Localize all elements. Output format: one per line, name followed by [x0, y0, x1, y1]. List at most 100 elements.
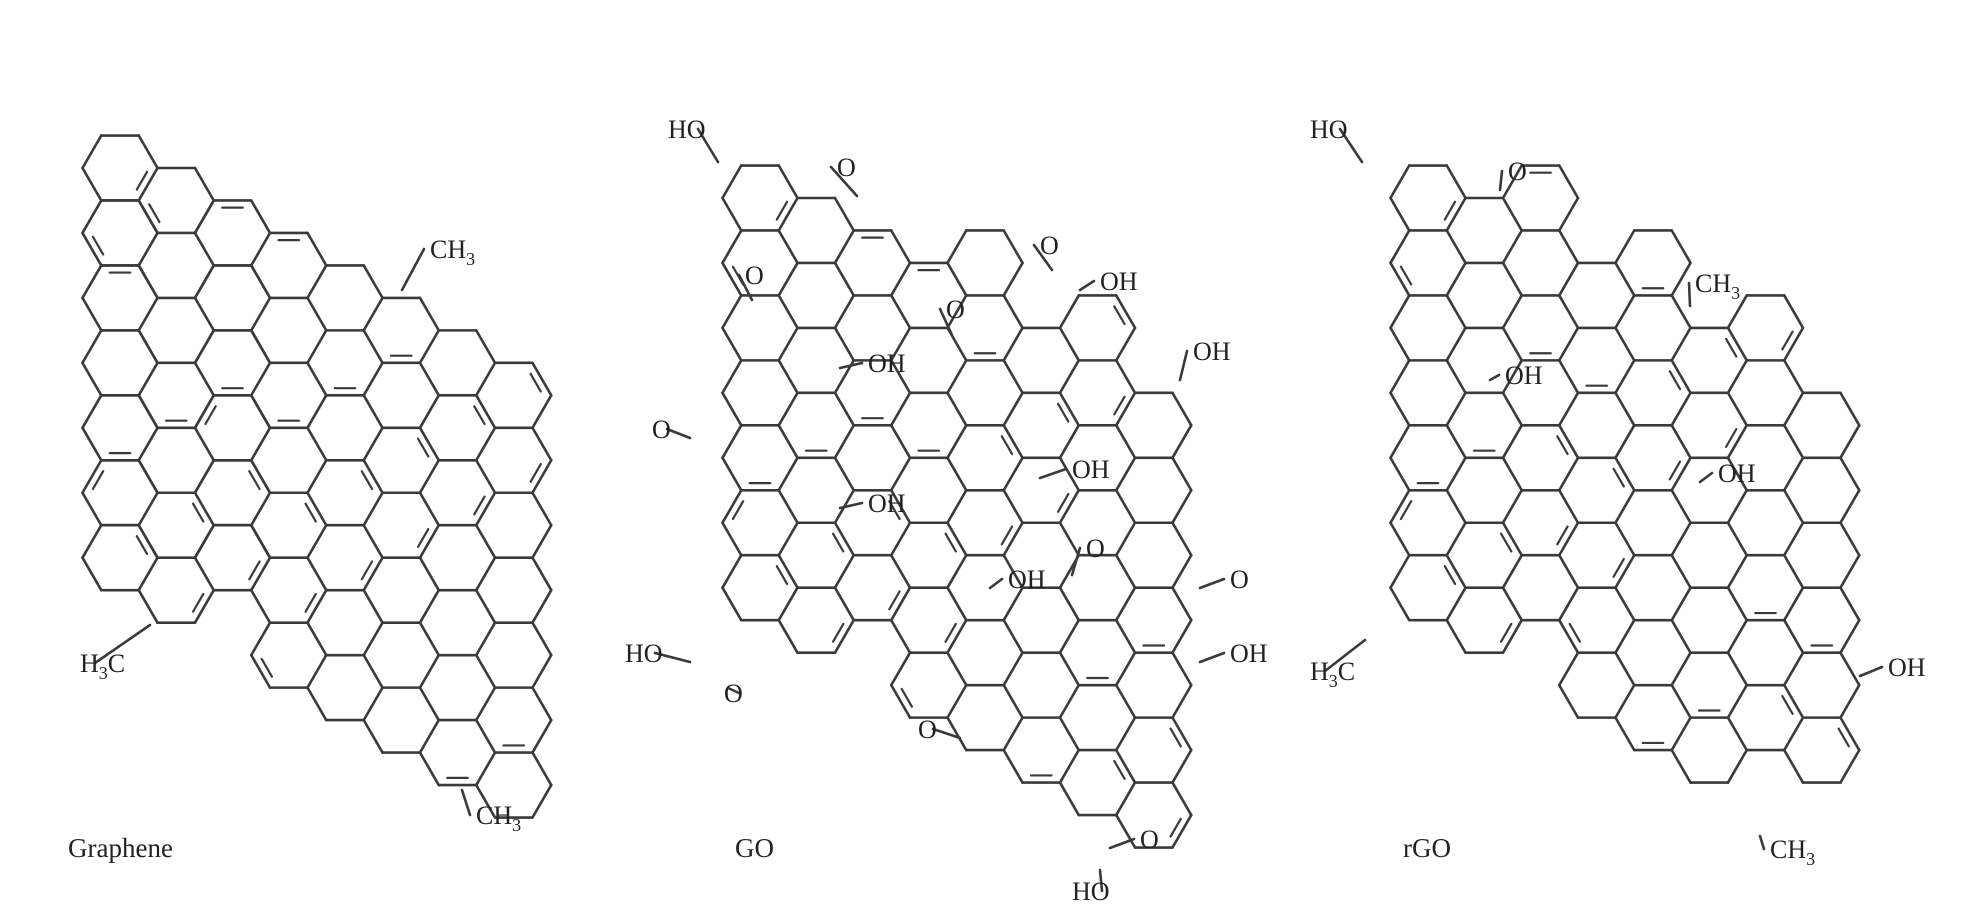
bond: [946, 521, 968, 557]
bond: [1114, 716, 1137, 752]
bond: [418, 491, 441, 527]
bond: [1726, 456, 1749, 492]
bond: [474, 686, 497, 722]
double-bond: [1612, 557, 1625, 578]
bond: [137, 523, 159, 560]
double-bond: [416, 437, 430, 458]
bond: [1058, 456, 1081, 492]
bond: [1389, 586, 1411, 622]
bond: [1002, 748, 1024, 784]
bond: [1614, 359, 1636, 395]
bond: [474, 588, 497, 624]
substituent-bond: [838, 361, 864, 370]
double-bond: [1724, 337, 1738, 358]
bond: [1171, 488, 1193, 525]
functional-group-ch3: CH3: [1770, 835, 1815, 869]
bond: [1114, 456, 1137, 492]
bond: [1839, 716, 1861, 752]
bond: [1501, 618, 1524, 654]
bond: [833, 391, 856, 427]
bond: [306, 556, 328, 592]
bond: [1670, 294, 1692, 330]
bond: [946, 359, 968, 395]
substituent-bond: [1178, 349, 1189, 382]
substituent-bond: [829, 165, 859, 198]
bond: [721, 424, 743, 460]
bond: [1726, 683, 1749, 719]
bond: [249, 394, 272, 430]
substituent-bond: [1070, 546, 1082, 577]
double-bond: [944, 622, 957, 643]
bond: [362, 718, 384, 754]
bond: [1614, 651, 1636, 687]
substituent-bond: [1198, 577, 1226, 590]
bond: [777, 488, 799, 525]
bond: [1670, 716, 1692, 752]
double-bond: [260, 657, 274, 678]
double-bond: [529, 372, 542, 393]
bond: [946, 716, 968, 752]
substituent-bond: [838, 501, 864, 510]
bond: [1058, 521, 1081, 557]
double-bond: [900, 687, 914, 708]
bond: [1445, 456, 1467, 492]
bond: [721, 359, 743, 395]
double-bond: [1781, 330, 1794, 351]
double-bond: [1556, 525, 1569, 546]
substituent-bond: [726, 686, 741, 695]
double-bond: [304, 502, 317, 523]
bond: [1445, 359, 1467, 395]
bond: [946, 586, 968, 622]
bond: [306, 653, 328, 689]
bond: [193, 491, 216, 527]
double-bond: [360, 560, 374, 581]
bond: [249, 621, 272, 657]
double-bond: [1113, 395, 1126, 416]
bond: [1839, 456, 1861, 492]
bond: [833, 618, 856, 654]
double-bond: [473, 405, 486, 426]
bond: [1114, 359, 1137, 395]
bond: [1445, 618, 1467, 654]
bond: [474, 653, 497, 689]
bond: [1614, 683, 1636, 719]
bond: [306, 458, 328, 495]
bond: [1114, 294, 1137, 330]
bond: [306, 329, 328, 365]
bond: [249, 361, 272, 397]
bond: [1114, 521, 1137, 557]
bond: [833, 586, 856, 622]
functional-group-oh: OH: [1072, 455, 1110, 484]
bond: [137, 394, 159, 430]
bond: [889, 261, 912, 297]
bond: [1839, 521, 1861, 557]
double-bond: [473, 495, 486, 516]
bond: [418, 394, 441, 430]
bond: [889, 521, 912, 557]
substituent-bond: [460, 788, 472, 817]
bond: [1114, 683, 1137, 719]
bond: [418, 588, 441, 624]
functional-group-epoxide: O: [946, 295, 965, 324]
functional-group-epoxide: O: [1086, 534, 1105, 563]
bond: [362, 523, 384, 560]
substituent-bond: [988, 577, 1004, 590]
bond: [777, 618, 799, 654]
bond: [474, 556, 497, 592]
functional-group-ch3: CH3: [1695, 269, 1740, 303]
double-bond: [1499, 622, 1513, 643]
bond: [1726, 424, 1749, 460]
bond: [531, 491, 553, 527]
bond: [306, 491, 328, 527]
bond: [474, 718, 497, 754]
bond: [1445, 261, 1467, 297]
bond: [1002, 716, 1024, 752]
bond: [193, 296, 216, 332]
functional-group-oh: OH: [1193, 337, 1231, 366]
bond: [193, 588, 216, 624]
substituent-bond: [1108, 837, 1136, 850]
bond: [531, 523, 553, 560]
bond: [1171, 716, 1193, 752]
bond: [418, 329, 441, 365]
